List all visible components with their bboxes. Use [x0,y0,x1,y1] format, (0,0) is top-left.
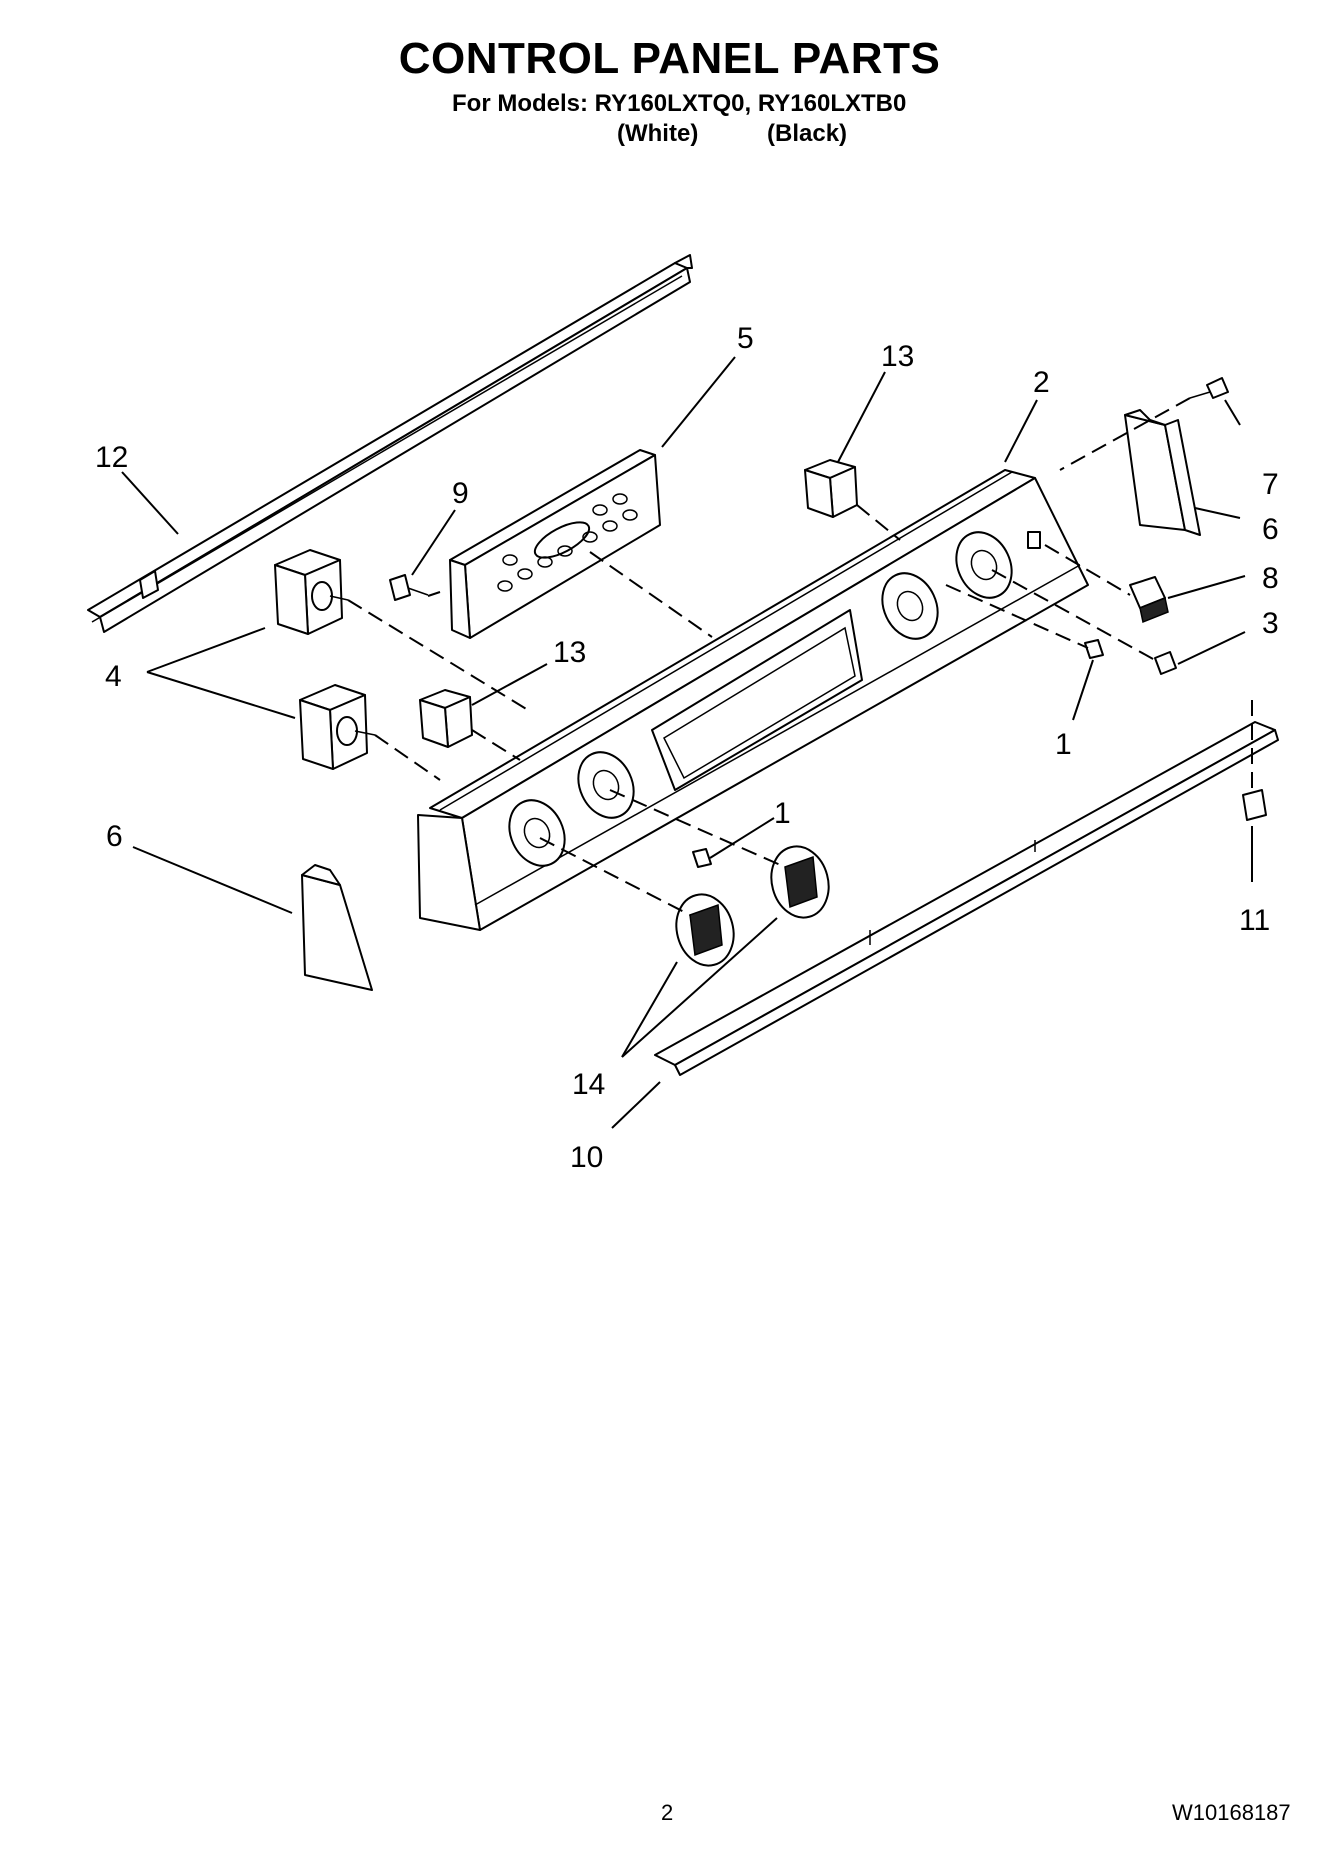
callout-1-right: 1 [1055,728,1072,761]
callout-9: 9 [452,477,469,510]
callout-10: 10 [570,1141,603,1174]
variant-white: (White) [617,120,699,147]
page-title: CONTROL PANEL PARTS [398,34,941,83]
part-9-screw [389,574,429,601]
callout-14: 14 [572,1068,605,1101]
leader-lines [121,356,1253,1129]
part-10-bottom-trim [654,721,1279,1076]
part-5-electronic-control [449,449,661,639]
models-line: For Models: RY160LXTQ0, RY160LXTB0 [452,90,907,117]
part-8-rocker-switch [1129,576,1169,624]
part-14-knob-left [675,893,735,967]
part-11-screw [1242,700,1267,821]
callout-11: 11 [1239,904,1270,937]
document-number: W10168187 [1172,1800,1291,1825]
callout-1-left: 1 [774,797,791,830]
part-6-end-cap-left [301,864,373,991]
part-4-infinite-switch-lower [299,684,376,770]
callout-2: 2 [1033,366,1050,399]
page-number: 2 [661,1800,674,1825]
part-3-screw [1154,651,1177,675]
callout-6-left: 6 [106,820,123,853]
part-13-switch-left [419,689,473,748]
callout-12: 12 [95,441,128,474]
callout-8: 8 [1262,562,1279,595]
part-12-trim-strip [87,254,693,633]
assembly-lines [347,397,1191,916]
callout-6-right: 6 [1262,513,1279,546]
callout-7: 7 [1262,468,1279,501]
part-2-console-panel [417,469,1089,931]
part-6-end-cap-right [1124,409,1201,536]
part-7-screw [1189,377,1229,399]
part-1-clip-right [1084,639,1104,659]
part-4-infinite-switch-upper [274,549,349,635]
part-1-clip-left [692,848,712,868]
callout-3: 3 [1262,607,1279,640]
callout-5: 5 [737,322,754,355]
callout-13-lower: 13 [553,636,586,669]
callout-numbers: 12 5 13 2 7 6 8 3 9 4 13 1 6 1 11 14 10 [95,322,1279,1174]
variant-black: (Black) [767,120,848,147]
part-14-knob-right [770,845,830,919]
callout-13-upper: 13 [881,340,914,373]
callout-4: 4 [105,660,122,693]
part-13-switch-right [804,459,858,518]
